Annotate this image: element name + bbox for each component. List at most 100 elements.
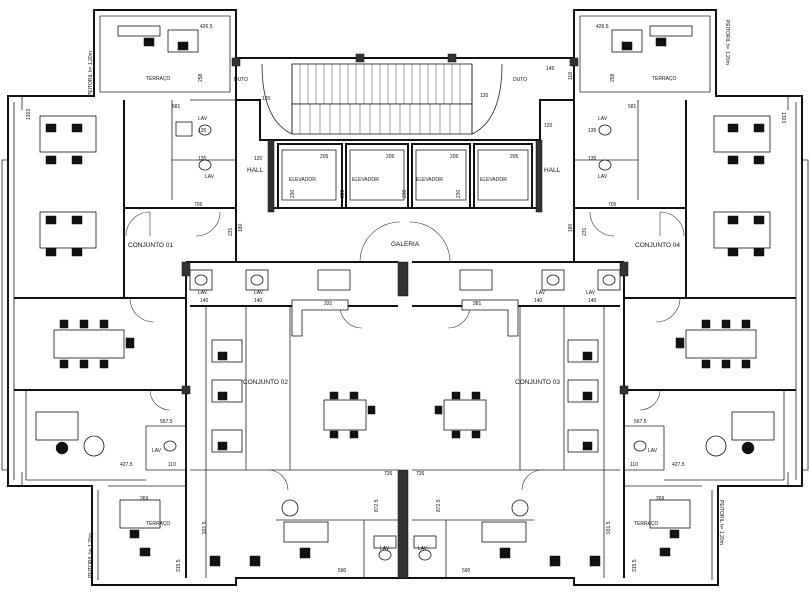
label-galeria: GALERIA [391, 241, 420, 248]
meeting-table-c3 [443, 399, 487, 431]
dim-426-5-left: 426.5 [200, 24, 213, 30]
label-duto-left: DUTO [234, 77, 248, 83]
dim-110-right: 110 [630, 462, 638, 468]
label-hall-left: HALL [247, 167, 264, 174]
label-elevador-3: ELEVADOR [416, 177, 443, 183]
dim-590-left: 590 [338, 568, 347, 574]
dim-180-right: 180 [568, 223, 574, 232]
dim-120-d: 120 [544, 123, 553, 129]
dim-230-3: 230 [402, 189, 408, 198]
label-peitoril-bl: PEITORIL h= 1,20m [88, 533, 94, 578]
label-lav-6: LAV [254, 290, 264, 296]
dim-705-left: 705 [194, 202, 203, 208]
dim-230-2: 230 [340, 189, 346, 198]
dim-426-5-right: 426.5 [596, 24, 609, 30]
outer-walls [1, 9, 809, 586]
dim-135-d: 135 [588, 156, 597, 162]
room-labels: CONJUNTO 01 CONJUNTO 04 CONJUNTO 02 CONJ… [88, 20, 730, 578]
label-terraco-bl: TERRAÇO [146, 521, 171, 527]
elevator-4 [473, 143, 533, 209]
dim-205-4: 205 [510, 154, 519, 160]
dim-567-5-left: 567.5 [160, 419, 173, 425]
label-conjunto-04: CONJUNTO 04 [635, 242, 680, 249]
label-elevador-1: ELEVADOR [289, 177, 316, 183]
dim-205-3: 205 [450, 154, 459, 160]
label-peitoril-tr: PEITORIL h= 1,20m [724, 20, 730, 65]
lavatories [163, 121, 647, 561]
dim-726-right: 726 [416, 471, 425, 477]
label-conjunto-03: CONJUNTO 03 [515, 379, 560, 386]
label-lav-3: LAV [598, 116, 608, 122]
meeting-table-c2 [323, 399, 367, 431]
dim-140-b: 140 [254, 298, 263, 304]
dim-135-a: 135 [198, 128, 207, 134]
dim-872-5-left: 872.5 [374, 499, 380, 512]
label-hall-right: HALL [544, 167, 561, 174]
dim-205-1: 205 [320, 154, 329, 160]
dim-135-c: 135 [588, 128, 597, 134]
dim-381: 381 [473, 301, 482, 307]
dim-581-left: 581 [172, 104, 181, 110]
dimension-labels: 426.5 426.5 258 258 1303 1303 581 581 13… [26, 24, 786, 574]
stair-flight-upper [291, 63, 473, 105]
dim-269-right: 269 [656, 496, 665, 502]
label-terraco-tl: TERRAÇO [146, 76, 171, 82]
dim-258-right: 258 [610, 73, 616, 82]
label-lav-4: LAV [598, 174, 608, 180]
dim-231-right: 231 [582, 227, 588, 236]
dim-118: 118 [568, 72, 574, 80]
dim-726-left: 726 [384, 471, 393, 477]
dim-315-5-left: 315.5 [176, 559, 182, 572]
elevator-1 [277, 143, 343, 209]
dim-145-top: 145 [546, 66, 555, 72]
dim-180-left: 180 [238, 223, 244, 232]
dim-140-d: 140 [588, 298, 597, 304]
label-lav-2: LAV [205, 174, 215, 180]
furniture [35, 25, 775, 567]
stair-flight-lower [291, 103, 473, 135]
label-lav-5: LAV [198, 290, 208, 296]
columns [181, 53, 629, 395]
elevator-2 [345, 143, 409, 209]
label-elevador-4: ELEVADOR [480, 177, 507, 183]
dim-427-5-left: 427.5 [120, 462, 133, 468]
dim-110-left: 110 [168, 462, 176, 468]
dim-230-4: 230 [456, 189, 462, 198]
dim-590-right: 590 [462, 568, 471, 574]
label-peitoril-tl: PEITORIL h= 1,20m [88, 51, 94, 96]
label-elevador-2: ELEVADOR [352, 177, 379, 183]
label-lav-7: LAV [536, 290, 546, 296]
label-peitoril-br: PEITORIL h= 1,20m [718, 500, 724, 545]
dim-258-left: 258 [198, 73, 204, 82]
dim-581-right: 581 [628, 104, 637, 110]
dim-705-right: 705 [608, 202, 617, 208]
dim-120-c: 120 [254, 156, 263, 162]
dim-120-b: 120 [480, 93, 489, 99]
dim-269-left: 269 [140, 496, 149, 502]
doors [125, 211, 685, 491]
meeting-table-right [685, 329, 757, 359]
dim-315-5-right: 315.5 [632, 559, 638, 572]
label-lav-10: LAV [648, 448, 658, 454]
dim-230-1: 230 [290, 189, 296, 198]
label-lav-11: LAV [380, 546, 390, 552]
dim-931-5-left: 931.5 [202, 521, 208, 534]
dim-140-a: 140 [200, 298, 209, 304]
label-terraco-tr: TERRAÇO [652, 76, 677, 82]
label-lav-8: LAV [586, 290, 596, 296]
galeria-corridor [186, 100, 624, 579]
dim-427-5-right: 427.5 [672, 462, 685, 468]
dim-135-b: 135 [198, 156, 207, 162]
label-terraco-br: TERRAÇO [634, 521, 659, 527]
label-lav-1: LAV [198, 116, 208, 122]
dim-205-2: 205 [386, 154, 395, 160]
label-lav-9: LAV [152, 448, 162, 454]
label-conjunto-02: CONJUNTO 02 [243, 379, 288, 386]
dim-1303-right: 1303 [780, 112, 786, 123]
dim-231-left: 231 [228, 227, 234, 236]
dim-872-5-right: 872.5 [436, 499, 442, 512]
dim-331: 331 [324, 301, 333, 307]
label-lav-12: LAV [418, 546, 428, 552]
dim-140-c: 140 [534, 298, 543, 304]
